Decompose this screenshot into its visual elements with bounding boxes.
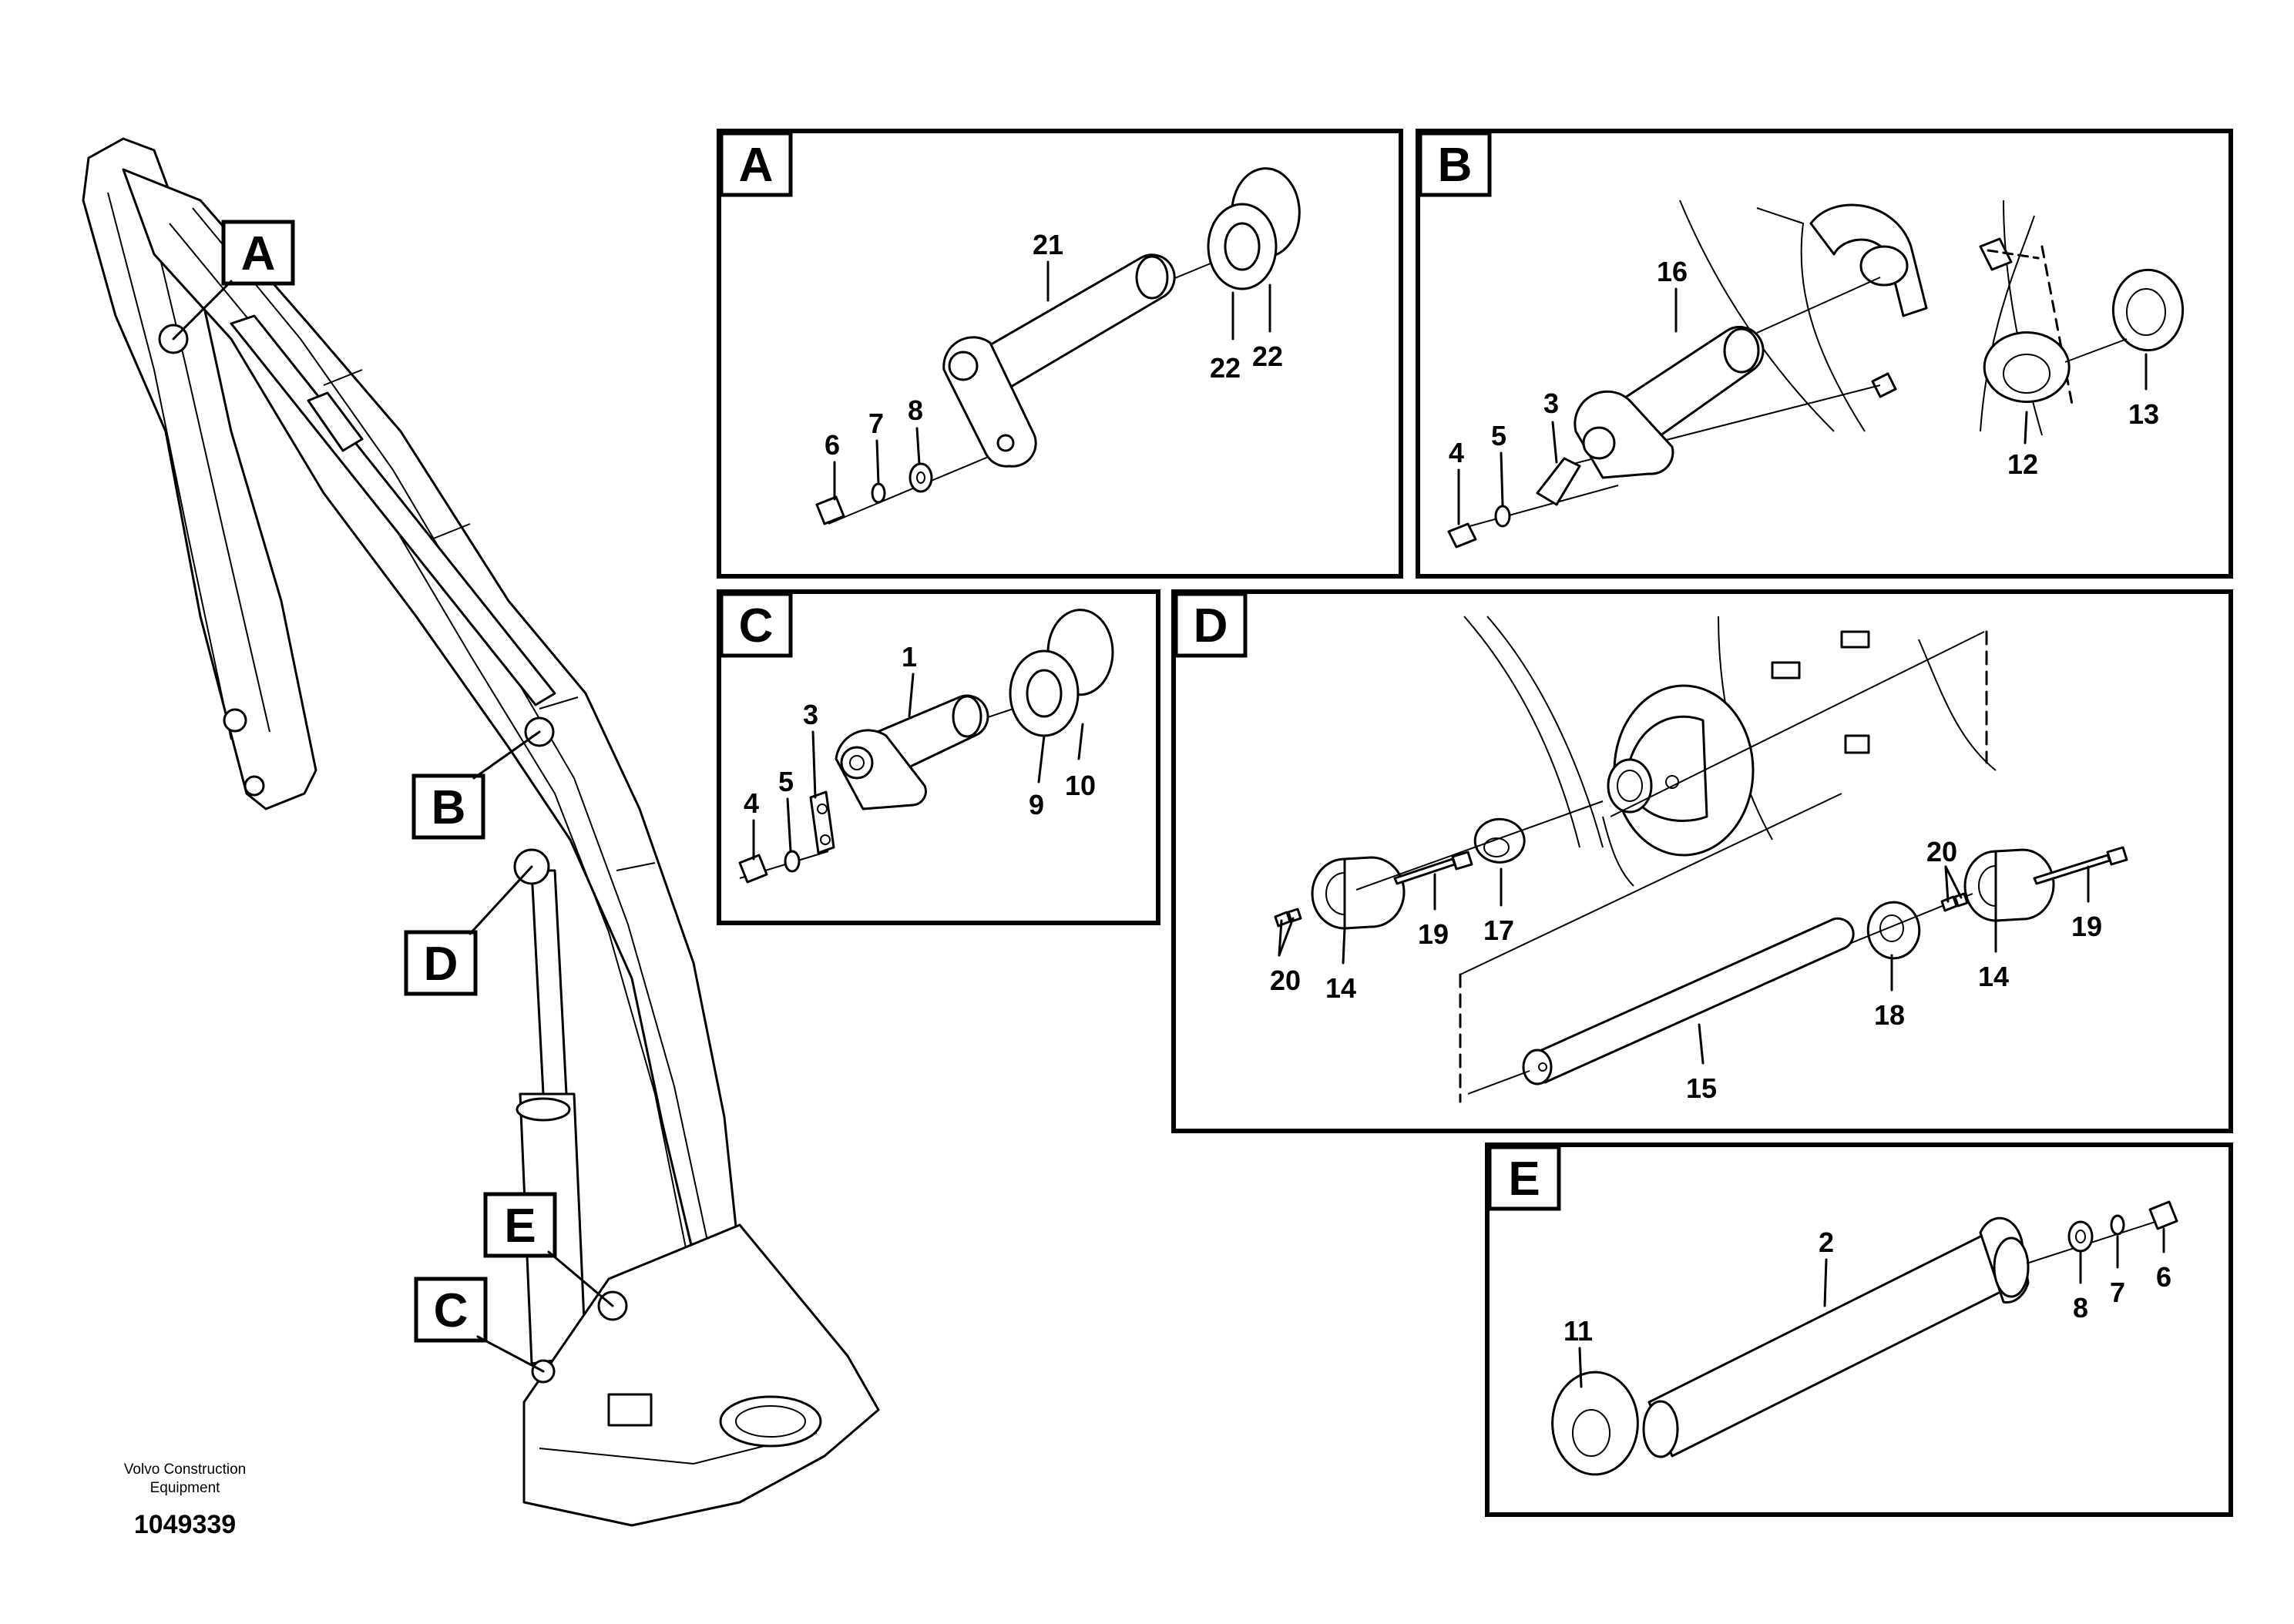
svg-text:15: 15	[1686, 1072, 1717, 1104]
svg-text:B: B	[1438, 139, 1473, 192]
svg-text:5: 5	[1491, 420, 1506, 451]
svg-text:C: C	[739, 599, 774, 653]
svg-text:D: D	[424, 938, 458, 991]
svg-text:10: 10	[1065, 770, 1096, 801]
svg-text:A: A	[739, 139, 774, 192]
detail-panel-d: D	[1171, 589, 2233, 1133]
svg-text:22: 22	[1252, 341, 1283, 372]
svg-text:6: 6	[2156, 1261, 2171, 1293]
svg-text:B: B	[432, 781, 466, 834]
detail-panel-e: E 2 11 8 7 6	[1485, 1143, 2233, 1517]
svg-text:18: 18	[1874, 999, 1905, 1031]
detail-panel-a: A 21 22 22 6 7 8	[717, 129, 1403, 579]
svg-text:20: 20	[1926, 836, 1957, 867]
svg-text:E: E	[1508, 1153, 1540, 1206]
drawing-number: 1049339	[133, 1510, 237, 1539]
overview-tag-e: E	[483, 1192, 614, 1307]
svg-text:6: 6	[825, 429, 840, 461]
svg-text:D: D	[1194, 599, 1228, 653]
credit-line-1: Volvo Construction	[123, 1461, 247, 1478]
svg-text:21: 21	[1033, 229, 1063, 260]
manufacturer-credit: Volvo Construction Equipment 1049339	[73, 1461, 297, 1540]
svg-text:3: 3	[1543, 388, 1559, 419]
credit-line-2: Equipment	[149, 1480, 220, 1496]
svg-text:19: 19	[1418, 918, 1449, 950]
arm-cylinder	[230, 314, 556, 706]
svg-text:E: E	[504, 1200, 536, 1253]
svg-text:8: 8	[2073, 1292, 2088, 1324]
svg-text:7: 7	[2110, 1277, 2125, 1308]
arm-outline	[82, 137, 317, 810]
svg-text:4: 4	[1449, 437, 1464, 468]
svg-text:9: 9	[1029, 789, 1044, 820]
svg-text:C: C	[434, 1284, 469, 1337]
svg-text:14: 14	[1325, 972, 1356, 1004]
svg-text:14: 14	[1978, 961, 2009, 992]
detail-panel-b: B 16 3 4 5	[1416, 129, 2233, 579]
svg-text:4: 4	[744, 787, 759, 819]
boom-cylinder	[530, 869, 568, 1096]
svg-text:7: 7	[868, 408, 884, 439]
overview-tag-d: D	[404, 865, 533, 996]
svg-text:16: 16	[1657, 256, 1688, 287]
svg-text:1: 1	[902, 641, 917, 673]
svg-text:A: A	[241, 227, 276, 280]
svg-text:12: 12	[2007, 448, 2038, 480]
overview-tag-c: C	[414, 1277, 545, 1373]
boom-outline	[122, 168, 741, 1273]
svg-text:13: 13	[2128, 398, 2159, 430]
svg-text:20: 20	[1270, 965, 1301, 996]
svg-text:19: 19	[2071, 911, 2102, 942]
svg-text:3: 3	[803, 699, 818, 730]
svg-text:11: 11	[1563, 1315, 1593, 1347]
svg-text:17: 17	[1483, 914, 1514, 946]
svg-text:22: 22	[1210, 352, 1241, 384]
overview-tag-b: B	[411, 730, 541, 840]
svg-text:8: 8	[908, 394, 923, 426]
detail-panel-c: C 1 3 4 5 9 10	[717, 589, 1160, 925]
svg-text:2: 2	[1819, 1226, 1834, 1258]
svg-text:5: 5	[778, 766, 794, 797]
overview-tag-a: A	[172, 220, 295, 341]
